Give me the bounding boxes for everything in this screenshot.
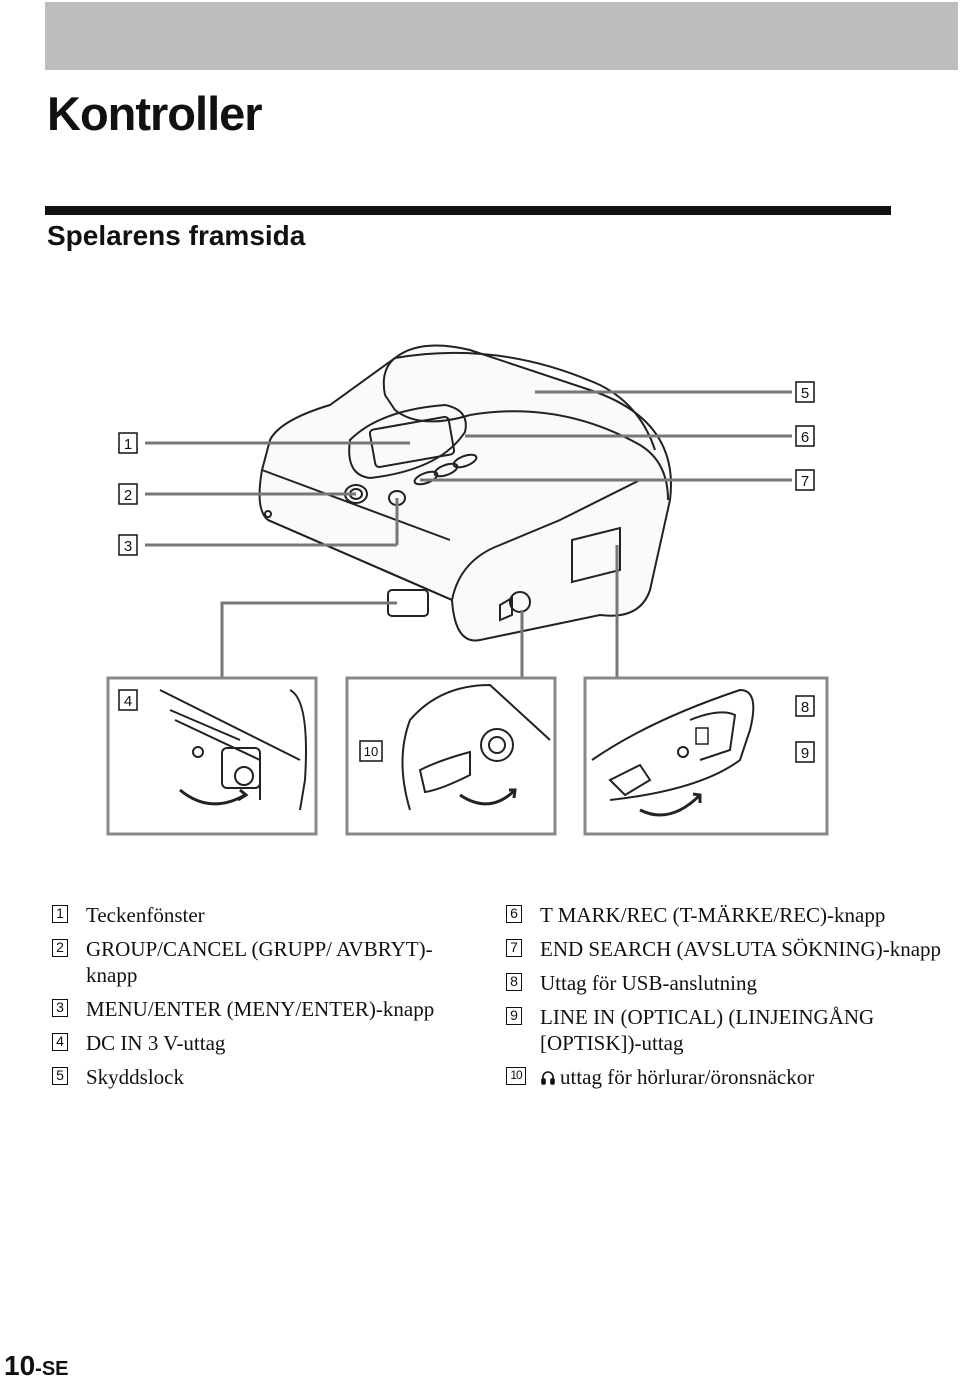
- legend-number: 8: [506, 973, 522, 991]
- legend-item: 3 MENU/ENTER (MENY/ENTER)-knapp: [52, 996, 452, 1022]
- callout-9: 9: [795, 741, 815, 763]
- legend-item: 4 DC IN 3 V-uttag: [52, 1030, 452, 1056]
- legend-text: DC IN 3 V-uttag: [86, 1031, 226, 1055]
- legend-number: 3: [52, 999, 68, 1017]
- legend-item: 6 T MARK/REC (T-MÄRKE/REC)-knapp: [506, 902, 946, 928]
- callout-6: 6: [795, 425, 815, 447]
- svg-text:10: 10: [364, 744, 378, 759]
- page-number: 10-SE: [4, 1350, 69, 1382]
- page-title: Kontroller: [47, 87, 263, 140]
- legend-item: 2 GROUP/CANCEL (GRUPP/ AVBRYT)-knapp: [52, 936, 452, 988]
- legend-text: Uttag för USB-anslutning: [540, 971, 757, 995]
- legend-number: 2: [52, 939, 68, 957]
- callout-1: 1: [118, 432, 138, 454]
- svg-text:9: 9: [801, 745, 809, 762]
- legend-text: uttag för hörlurar/öronsnäckor: [560, 1065, 815, 1089]
- callout-7: 7: [795, 469, 815, 491]
- legend-text: T MARK/REC (T-MÄRKE/REC)-knapp: [540, 903, 886, 927]
- callout-2: 2: [118, 483, 138, 505]
- svg-text:3: 3: [124, 538, 132, 555]
- legend-item: 5 Skyddslock: [52, 1064, 452, 1090]
- svg-text:5: 5: [801, 385, 809, 402]
- section-title: Spelarens framsida: [47, 220, 306, 251]
- svg-text:8: 8: [801, 699, 809, 716]
- svg-text:2: 2: [124, 487, 132, 504]
- svg-text:4: 4: [124, 693, 132, 710]
- legend-left: 1 Teckenfönster 2 GROUP/CANCEL (GRUPP/ A…: [52, 902, 452, 1098]
- callout-10: 10: [359, 740, 383, 762]
- page-number-suffix: -SE: [35, 1358, 69, 1380]
- page-number-value: 10: [4, 1350, 36, 1381]
- callout-boxes: 1 2 3 4 5 6 7 8 9 10: [118, 381, 815, 763]
- legend-text: LINE IN (OPTICAL) (LINJEINGÅNG [OPTISK])…: [540, 1005, 875, 1055]
- legend-number: 9: [506, 1007, 522, 1025]
- legend-text: Skyddslock: [86, 1065, 185, 1089]
- svg-text:1: 1: [124, 436, 132, 453]
- callout-3: 3: [118, 534, 138, 556]
- player-body: [258, 344, 672, 642]
- headphones-icon: [541, 1071, 555, 1085]
- callout-5: 5: [795, 381, 815, 403]
- legend-number: 5: [52, 1067, 68, 1085]
- legend-item: 7 END SEARCH (AVSLUTA SÖKNING)-knapp: [506, 936, 946, 962]
- legend-text: END SEARCH (AVSLUTA SÖKNING)-knapp: [540, 937, 942, 961]
- callout-8: 8: [795, 695, 815, 717]
- legend-text: GROUP/CANCEL (GRUPP/ AVBRYT)-knapp: [86, 937, 433, 987]
- legend-number: 1: [52, 905, 68, 923]
- legend-right: 6 T MARK/REC (T-MÄRKE/REC)-knapp 7 END S…: [506, 902, 946, 1098]
- legend-item: 10 uttag för hörlurar/öronsnäckor: [506, 1064, 946, 1090]
- svg-text:7: 7: [801, 473, 809, 490]
- legend-text: Teckenfönster: [86, 903, 205, 927]
- legend-text: MENU/ENTER (MENY/ENTER)-knapp: [86, 997, 435, 1021]
- svg-text:6: 6: [801, 429, 809, 446]
- legend-number: 4: [52, 1033, 68, 1051]
- header-band: [45, 2, 958, 70]
- player-illustration: 1 2 3 4 5 6 7 8 9 10: [106, 344, 829, 836]
- section-rule: [45, 206, 891, 215]
- legend-number: 7: [506, 939, 522, 957]
- legend-item: 9 LINE IN (OPTICAL) (LINJEINGÅNG [OPTISK…: [506, 1004, 946, 1056]
- legend-item: 8 Uttag för USB-anslutning: [506, 970, 946, 996]
- detail-panel-dc-in: [106, 676, 318, 836]
- legend-item: 1 Teckenfönster: [52, 902, 452, 928]
- legend-number: 10: [506, 1067, 526, 1085]
- legend-number: 6: [506, 905, 522, 923]
- detail-panel-usb-line-in: [583, 676, 829, 836]
- callout-4: 4: [118, 689, 138, 711]
